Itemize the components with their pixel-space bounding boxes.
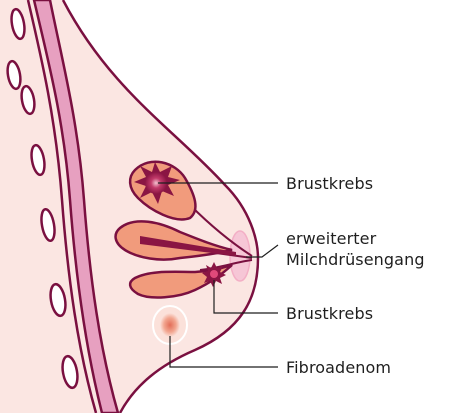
label-erweiterter: erweiterter <box>286 229 376 249</box>
fibroadenoma <box>160 313 180 337</box>
label-fibroadenom: Fibroadenom <box>286 358 391 378</box>
label-milchdruesengang: Milchdrüsengang <box>286 250 425 270</box>
label-brustkrebs-lower: Brustkrebs <box>286 304 373 324</box>
breast-skin <box>0 0 258 413</box>
label-brustkrebs-upper: Brustkrebs <box>286 174 373 194</box>
tumor-lower-core <box>210 270 218 278</box>
